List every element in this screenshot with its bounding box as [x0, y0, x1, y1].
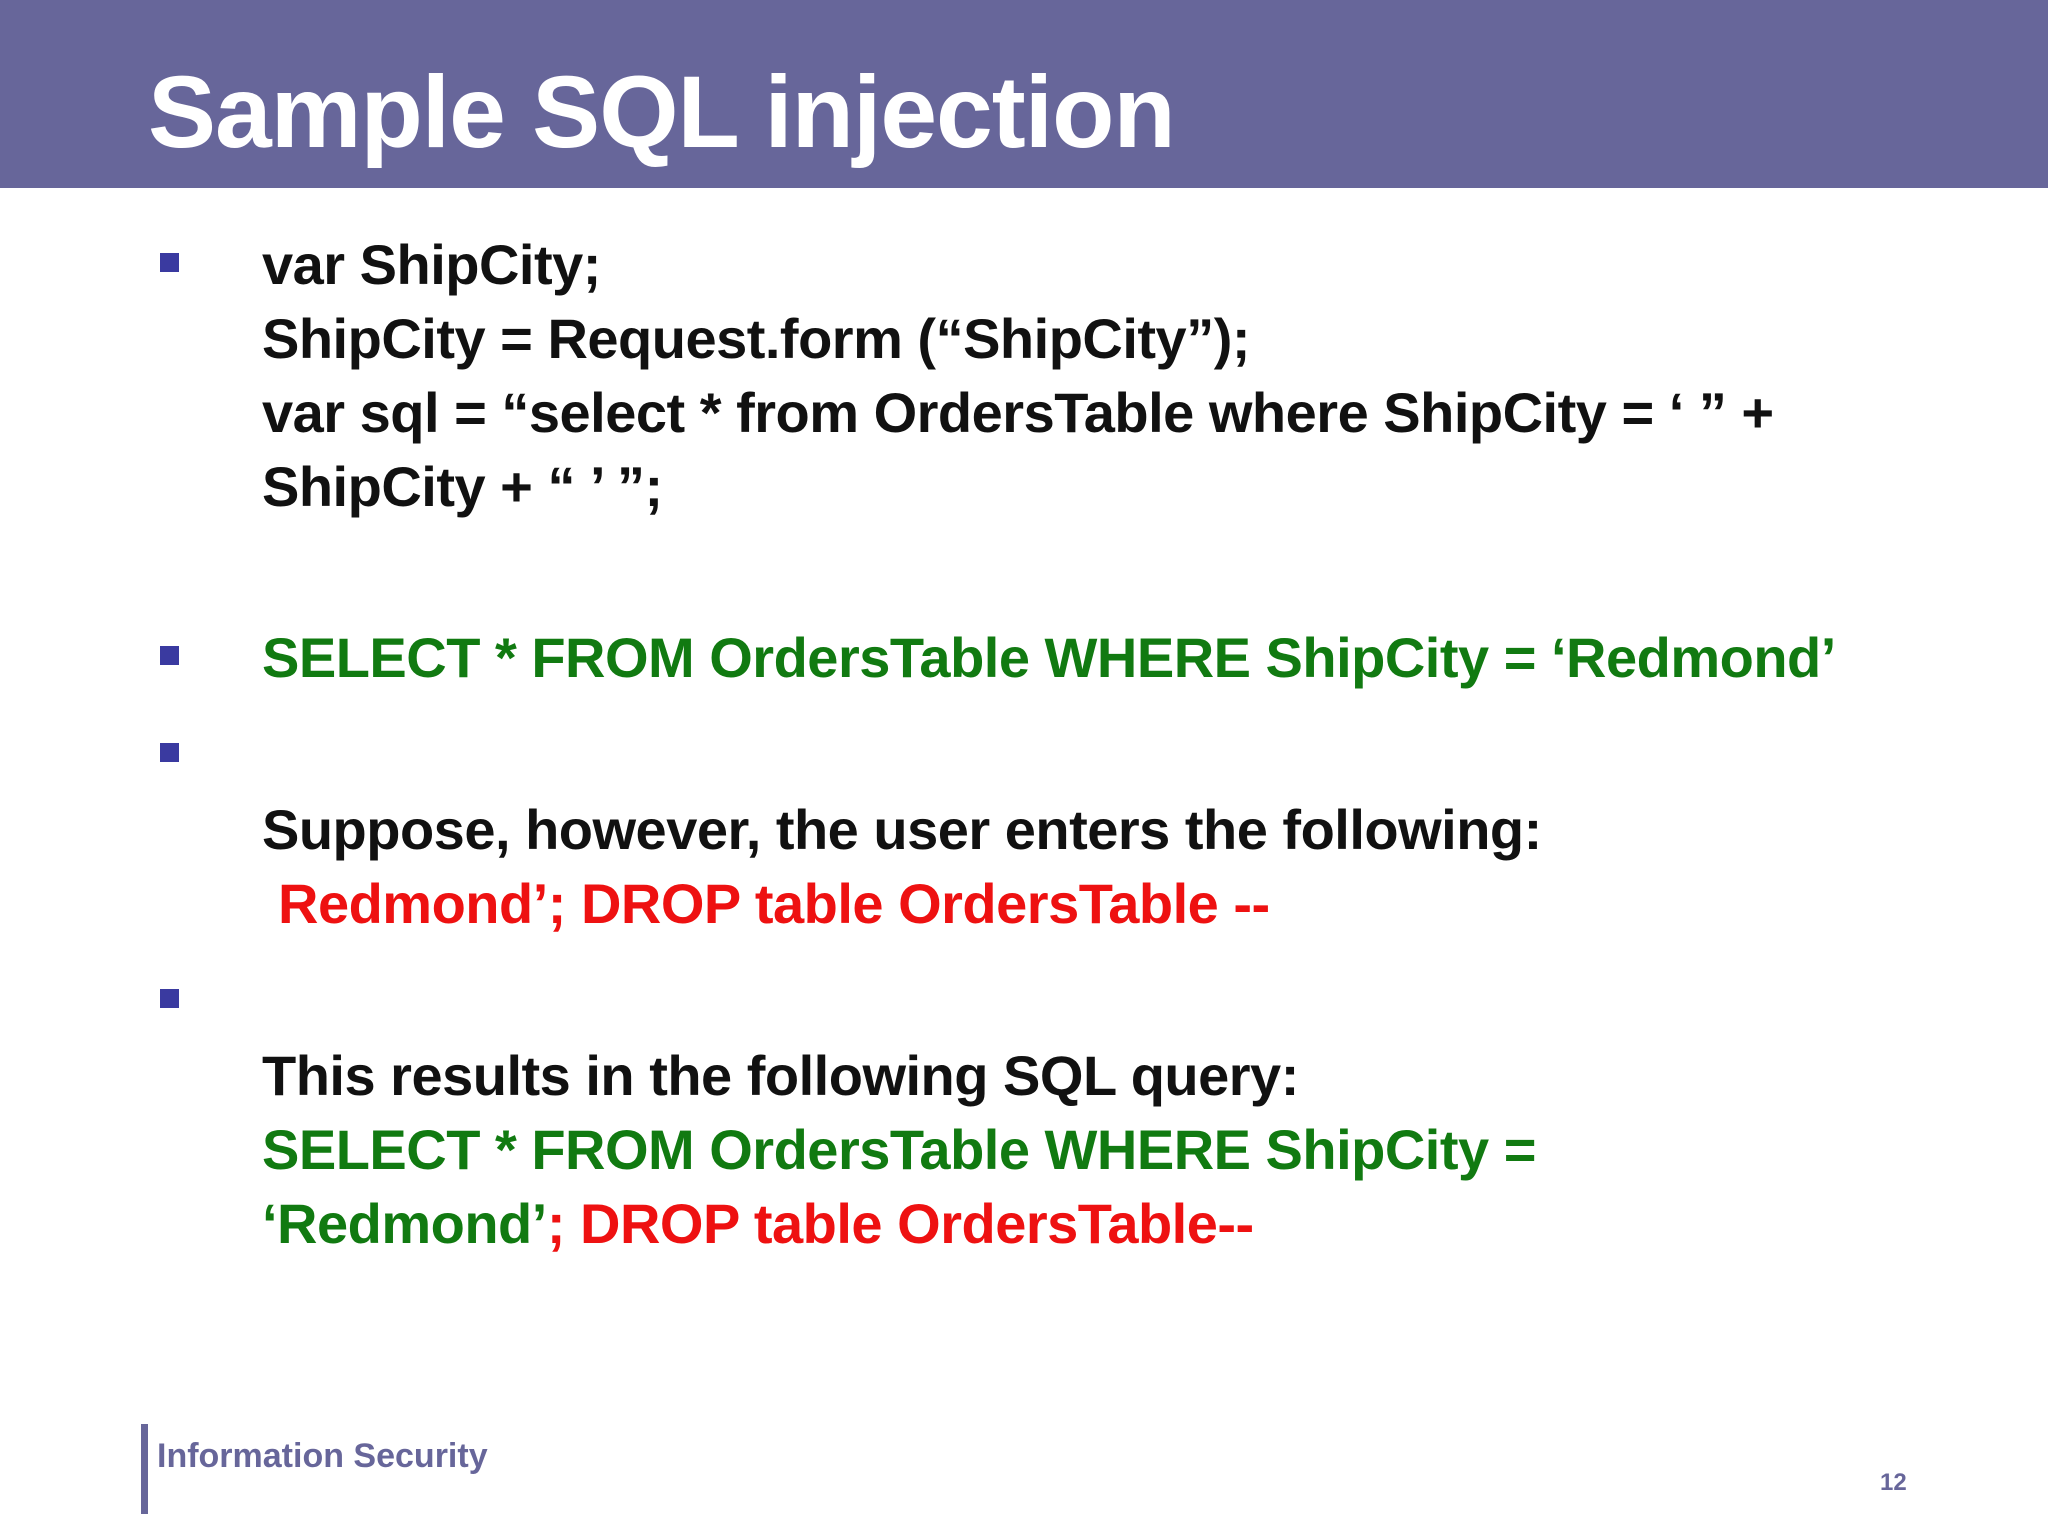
footer-accent-bar	[141, 1424, 148, 1514]
page-number: 12	[1880, 1469, 1907, 1496]
code-line-3: var sql = “select * from OrdersTable whe…	[262, 381, 1774, 444]
result-query-drop: ; DROP table OrdersTable--	[546, 1192, 1254, 1255]
result-query-redmond: ‘Redmond’	[262, 1192, 547, 1255]
bullet-marker-2	[160, 646, 179, 665]
bullet-marker-4	[160, 989, 179, 1008]
bullet-marker-1	[160, 253, 179, 272]
results-line: This results in the following SQL query:	[262, 1044, 1299, 1107]
bullet-marker-3	[160, 743, 179, 762]
code-line-2: ShipCity = Request.form (“ShipCity”);	[262, 307, 1250, 370]
bullet-result-query: This results in the following SQL query:…	[262, 1039, 1536, 1261]
slide-title: Sample SQL injection	[148, 55, 1176, 169]
code-line-4: ShipCity + “ ’ ”;	[262, 455, 663, 518]
footer-label: Information Security	[157, 1437, 488, 1475]
suppose-line: Suppose, however, the user enters the fo…	[262, 798, 1542, 861]
select-query-line: SELECT * FROM OrdersTable WHERE ShipCity…	[262, 626, 1836, 689]
bullet-select-query: SELECT * FROM OrdersTable WHERE ShipCity…	[262, 621, 1836, 695]
title-bar	[0, 0, 2048, 188]
code-line-1: var ShipCity;	[262, 233, 601, 296]
result-query-line-1: SELECT * FROM OrdersTable WHERE ShipCity…	[262, 1118, 1536, 1181]
bullet-code-block: var ShipCity; ShipCity = Request.form (“…	[262, 228, 1774, 524]
bullet-user-input: Suppose, however, the user enters the fo…	[262, 793, 1542, 941]
malicious-input-line: Redmond’; DROP table OrdersTable --	[278, 872, 1270, 935]
result-query-line-2: ‘Redmond’; DROP table OrdersTable--	[262, 1187, 1536, 1261]
